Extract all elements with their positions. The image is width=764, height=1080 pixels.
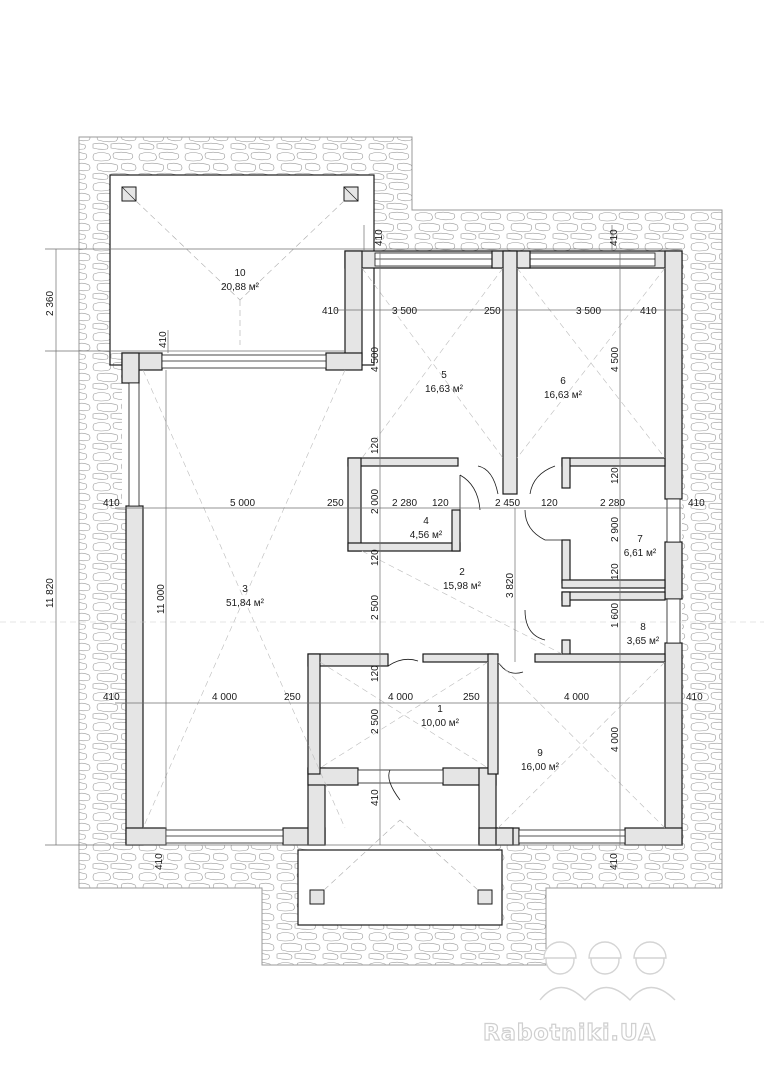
dim-bottom-410-left: 410: [154, 853, 165, 870]
dim-v-2000: 2 000: [370, 489, 381, 514]
dim-v-120-d: 120: [610, 467, 621, 484]
room-labels: 1 10,00 м² 2 15,98 м² 3 51,84 м² 4 4,56 …: [221, 268, 660, 773]
room-2-number: 2: [459, 567, 465, 578]
room-6-area: 16,63 м²: [544, 390, 583, 401]
room-3-area: 51,84 м²: [226, 598, 265, 609]
dim-v-4500-room6: 4 500: [610, 347, 621, 372]
dim-left-5000: 5 000: [230, 498, 255, 509]
dim-low-410-left: 410: [103, 692, 120, 703]
room-6-number: 6: [560, 376, 566, 387]
room-5-number: 5: [441, 370, 447, 381]
dim-v-120-e: 120: [610, 563, 621, 580]
room-7-area: 6,61 м²: [624, 548, 657, 559]
watermark: Rabotniki.UA: [482, 941, 676, 1047]
dim-left-410: 410: [103, 498, 120, 509]
dim-corr-410: 410: [688, 498, 705, 509]
dim-v-11000: 11 000: [156, 584, 167, 614]
watermark-logo: [539, 941, 676, 1002]
dim-low-4000-mid: 4 000: [388, 692, 413, 703]
dim-top-250: 250: [484, 306, 501, 317]
dim-low-410-right: 410: [686, 692, 703, 703]
doors: [387, 465, 562, 801]
dim-corr-120-left: 120: [432, 498, 449, 509]
dim-v-120-c: 120: [370, 665, 381, 682]
dim-low-4000-right: 4 000: [564, 692, 589, 703]
dim-wall-410-b: 410: [609, 229, 620, 246]
dimension-lines: [45, 225, 682, 846]
watermark-text: Rabotniki.UA: [483, 1021, 656, 1046]
dim-v-3820-hall: 3 820: [505, 573, 516, 598]
dim-v-120-a: 120: [370, 437, 381, 454]
dim-v-4500-room5: 4 500: [370, 347, 381, 372]
dim-corr-2280-left: 2 280: [392, 498, 417, 509]
room-10-number: 10: [234, 268, 246, 279]
room-1-area: 10,00 м²: [421, 718, 460, 729]
room-4-area: 4,56 м²: [410, 530, 443, 541]
dim-low-250-mid: 250: [463, 692, 480, 703]
dim-corr-2450: 2 450: [495, 498, 520, 509]
room-diagonals: [0, 267, 764, 829]
dim-top-410-right: 410: [640, 306, 657, 317]
room-2-area: 15,98 м²: [443, 581, 482, 592]
dim-v-1600: 1 600: [610, 603, 621, 628]
dim-top-3500-right: 3 500: [576, 306, 601, 317]
dim-low-250-left: 250: [284, 692, 301, 703]
dim-v-4000-room9: 4 000: [610, 727, 621, 752]
porch: [297, 819, 503, 926]
dim-v-120-b: 120: [370, 549, 381, 566]
dim-top-410-left: 410: [322, 306, 339, 317]
room-8-number: 8: [640, 622, 646, 633]
dim-overall-11820: 11 820: [45, 578, 56, 608]
dim-v-2500-hall: 2 500: [370, 595, 381, 620]
dim-wall-410-a: 410: [374, 229, 385, 246]
dim-terrace-410: 410: [158, 331, 169, 348]
room-8-area: 3,65 м²: [627, 636, 660, 647]
room-1-number: 1: [437, 704, 443, 715]
dim-low-4000-left: 4 000: [212, 692, 237, 703]
dimension-labels: 410 3 500 250 3 500 410 410 410 410 410 …: [45, 229, 705, 870]
dim-top-3500-left: 3 500: [392, 306, 417, 317]
room-5-area: 16,63 м²: [425, 384, 464, 395]
room-10-area: 20,88 м²: [221, 282, 260, 293]
room-3-number: 3: [242, 584, 248, 595]
dim-v-2900: 2 900: [610, 517, 621, 542]
dim-bottom-410-mid: 410: [370, 789, 381, 806]
room-4-number: 4: [423, 516, 429, 527]
dim-bottom-410-right: 410: [609, 853, 620, 870]
dim-v-2500-room1: 2 500: [370, 709, 381, 734]
room-9-number: 9: [537, 748, 543, 759]
room-7-number: 7: [637, 534, 643, 545]
windows: [128, 252, 681, 844]
dim-left-250: 250: [327, 498, 344, 509]
dim-corr-2280-right: 2 280: [600, 498, 625, 509]
interior-walls: [307, 250, 666, 775]
dim-corr-120-right: 120: [541, 498, 558, 509]
dim-terrace-2360: 2 360: [45, 291, 56, 316]
room-9-area: 16,00 м²: [521, 762, 560, 773]
